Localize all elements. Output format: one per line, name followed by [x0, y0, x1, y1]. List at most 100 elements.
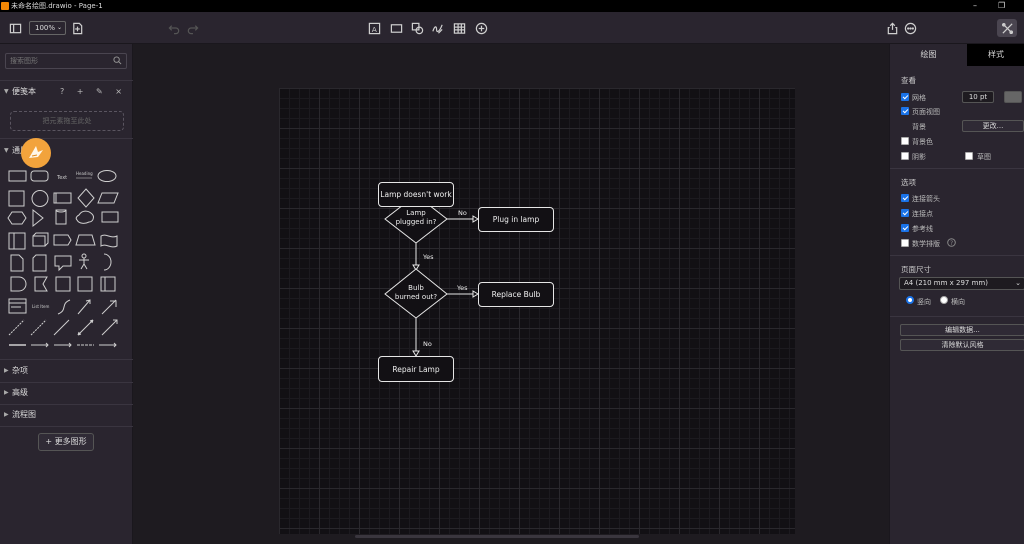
clear-default-style-button[interactable]: 清除默认风格: [900, 339, 1024, 351]
connection-points-checkbox[interactable]: [901, 209, 909, 217]
toggle-sidebar-icon[interactable]: [7, 20, 23, 36]
page-view-checkbox[interactable]: [901, 107, 909, 115]
general-title: 通用: [12, 146, 28, 155]
svg-text:List Item: List Item: [32, 304, 49, 309]
connection-arrows-checkbox[interactable]: [901, 194, 909, 202]
title-bar: 未命名绘图.drawio - Page-1 – ❐: [0, 0, 1024, 12]
options-section-title: 选项: [901, 178, 916, 187]
math-typesetting-checkbox[interactable]: [901, 239, 909, 247]
insert-plus-icon[interactable]: [473, 20, 489, 36]
rectangle-tool-icon[interactable]: [388, 20, 404, 36]
general-shapes-palette[interactable]: Text Heading: [6, 164, 128, 349]
portrait-radio[interactable]: [906, 296, 914, 304]
shadow-checkbox[interactable]: [901, 152, 909, 160]
repair-lamp-node[interactable]: Repair Lamp: [378, 356, 454, 382]
arrowhead-5: [412, 350, 420, 357]
scratchpad-header[interactable]: ▼ 便笺本 ? + ✎ ×: [0, 83, 133, 101]
help-icon[interactable]: ?: [947, 238, 956, 247]
more-shapes-button[interactable]: + 更多图形: [38, 433, 94, 451]
start-node[interactable]: Lamp doesn't work: [378, 182, 454, 207]
flowchart-section[interactable]: ▶ 流程图: [0, 406, 133, 424]
decision-lamp-plugged[interactable]: Lamp plugged in?: [395, 209, 437, 226]
view-section-title: 查看: [901, 76, 916, 85]
paper-size-select[interactable]: A4 (210 mm x 297 mm) ⌄: [899, 277, 1024, 290]
grid-size-input[interactable]: 10 pt: [962, 91, 994, 103]
format-panel-icon[interactable]: [997, 19, 1017, 37]
chevron-down-icon: ⌄: [56, 24, 62, 31]
svg-text:Text: Text: [56, 175, 67, 181]
general-header[interactable]: ▼ 通用: [0, 142, 133, 160]
landscape-label: 横向: [951, 298, 965, 306]
divider: [0, 404, 133, 405]
connection-points-label: 连接点: [912, 210, 933, 218]
divider: [0, 359, 133, 360]
section-label: 流程图: [12, 410, 36, 419]
search-shapes-input[interactable]: 搜索图形: [5, 53, 127, 69]
scratchpad-actions[interactable]: ? + ✎ ×: [60, 87, 127, 96]
replace-bulb-node[interactable]: Replace Bulb: [478, 282, 554, 307]
sketch-label: 草图: [977, 153, 991, 161]
chevron-down-icon: ⌄: [1015, 279, 1021, 287]
window-title: 未命名绘图.drawio - Page-1: [11, 2, 103, 10]
section-label: 杂项: [12, 366, 28, 375]
decision-bulb-burned[interactable]: Bulb burned out?: [394, 284, 438, 301]
edge-label-yes[interactable]: Yes: [423, 253, 434, 261]
expand-triangle-icon: ▼: [4, 88, 9, 95]
collapsed-triangle-icon: ▶: [4, 367, 9, 374]
toolbar: 100% ⌄ A: [0, 12, 1024, 44]
grid-color-button[interactable]: [1004, 91, 1022, 103]
edge-label-yes[interactable]: Yes: [457, 284, 468, 292]
page-size-title: 页面尺寸: [901, 265, 931, 274]
add-page-icon[interactable]: [69, 20, 85, 36]
divider: [890, 255, 1024, 256]
collapsed-triangle-icon: ▶: [4, 389, 9, 396]
redo-icon[interactable]: [184, 20, 200, 36]
expand-triangle-icon: ▼: [4, 147, 9, 154]
tab-style[interactable]: 样式: [967, 44, 1024, 66]
drawio-app-icon: [1, 2, 9, 10]
more-options-icon[interactable]: [902, 20, 918, 36]
divider: [0, 80, 133, 81]
misc-section[interactable]: ▶ 杂项: [0, 362, 133, 380]
divider: [890, 168, 1024, 169]
advanced-section[interactable]: ▶ 高级: [0, 384, 133, 402]
edge-label-no[interactable]: No: [423, 340, 432, 348]
zoom-value: 100%: [35, 24, 56, 32]
diagram-page[interactable]: Lamp doesn't work Lamp plugged in? Plug …: [279, 88, 795, 534]
canvas-area[interactable]: Lamp doesn't work Lamp plugged in? Plug …: [133, 44, 889, 544]
text-tool-icon[interactable]: A: [366, 20, 382, 36]
minimize-button[interactable]: –: [973, 1, 977, 10]
zoom-select[interactable]: 100% ⌄: [29, 21, 66, 35]
grid-label: 网格: [912, 94, 926, 102]
background-color-label: 背景色: [912, 138, 933, 146]
table-tool-icon[interactable]: [451, 20, 467, 36]
divider: [890, 316, 1024, 317]
arrowhead-2: [472, 215, 479, 223]
restore-button[interactable]: ❐: [998, 1, 1006, 10]
portrait-label: 竖向: [917, 298, 931, 306]
undo-icon[interactable]: [166, 20, 182, 36]
shapes-tool-icon[interactable]: [409, 20, 425, 36]
scratchpad-dropzone[interactable]: 把元素拖至此处: [10, 111, 124, 131]
connection-arrows-label: 连接箭头: [912, 195, 940, 203]
background-label: 背景: [912, 123, 926, 131]
guides-label: 参考线: [912, 225, 933, 233]
plug-in-lamp-node[interactable]: Plug in lamp: [478, 207, 554, 232]
connectors: [384, 194, 479, 357]
edge-label-no[interactable]: No: [458, 209, 467, 217]
freehand-tool-icon[interactable]: [429, 20, 445, 36]
shadow-label: 阴影: [912, 153, 926, 161]
landscape-radio[interactable]: [940, 296, 948, 304]
tab-diagram[interactable]: 绘图: [890, 44, 967, 66]
shapes-sidebar: 搜索图形 ▼ 便笺本 ? + ✎ × 把元素拖至此处 ▼ 通用 Text Hea…: [0, 44, 133, 544]
background-color-checkbox[interactable]: [901, 137, 909, 145]
change-background-button[interactable]: 更改...: [962, 120, 1024, 132]
grid-checkbox[interactable]: [901, 93, 909, 101]
horizontal-scrollbar[interactable]: [355, 535, 639, 538]
sketch-checkbox[interactable]: [965, 152, 973, 160]
share-icon[interactable]: [884, 20, 900, 36]
edit-data-button[interactable]: 编辑数据...: [900, 324, 1024, 336]
guides-checkbox[interactable]: [901, 224, 909, 232]
search-placeholder: 搜索图形: [10, 57, 38, 65]
